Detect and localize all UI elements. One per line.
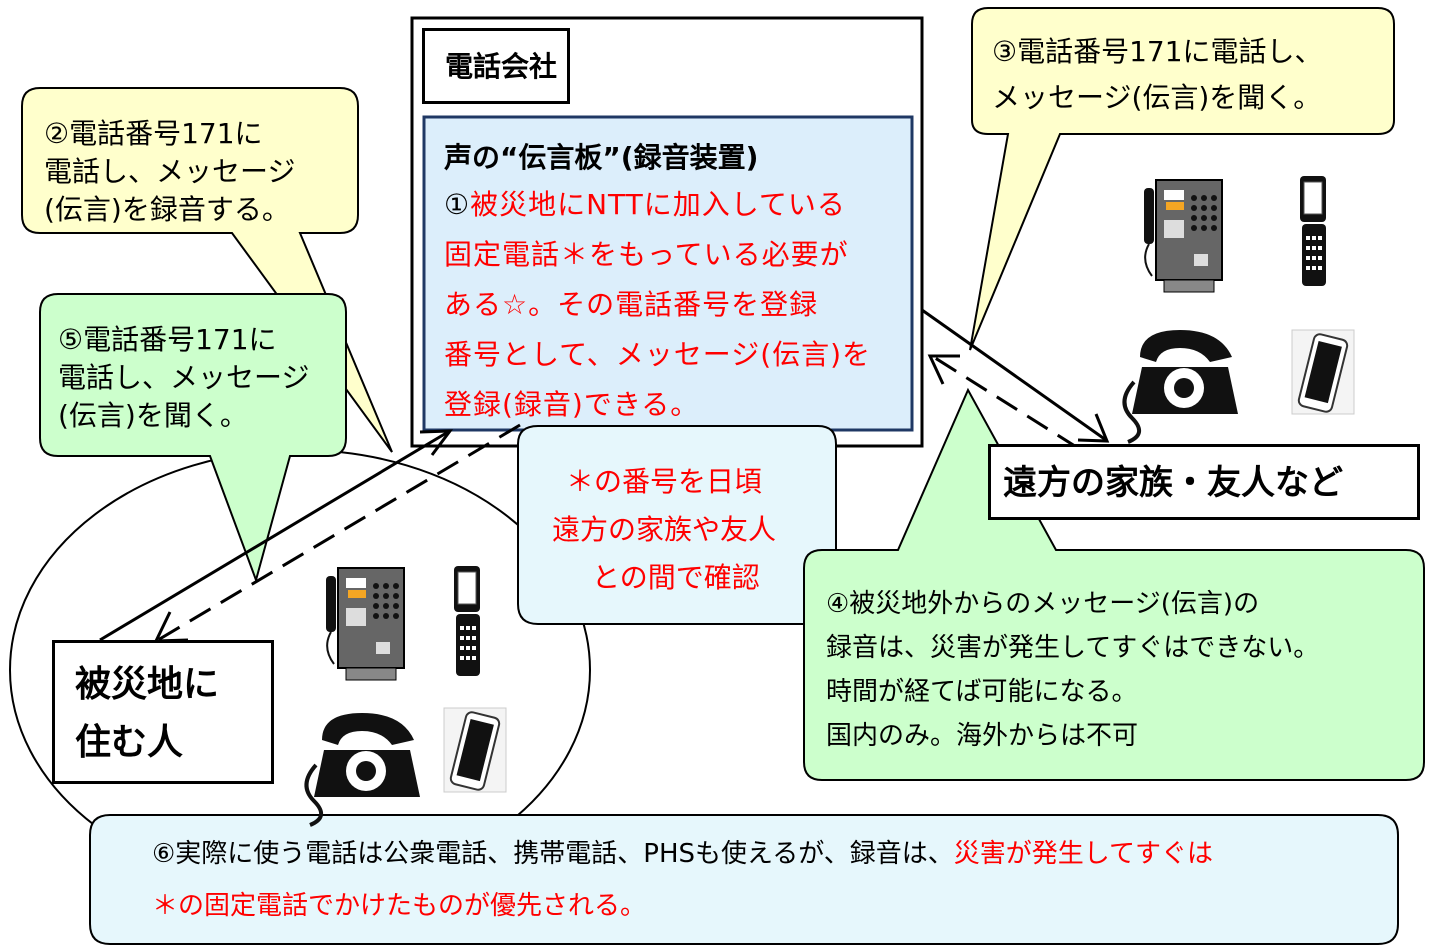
step3-line-2: メッセージ(伝言)を聞く。	[992, 81, 1322, 114]
asterisk-note-line-2: 遠方の家族や友人	[552, 513, 777, 546]
step6-note-segment: ⑥実際に使う電話は公衆電話、携帯電話、PHSも使えるが、録音は、	[152, 839, 954, 869]
voice-board-box	[422, 115, 914, 432]
asterisk-note-line-3: との間で確認	[592, 561, 760, 594]
voice-board-note-segment: ある☆。その電話番号を登録	[444, 288, 819, 321]
victim-to-company-arrow	[99, 429, 454, 642]
family-to-company-dashed-arrow	[927, 354, 1079, 450]
voice-board-note-segment: 登録(録音)できる。	[444, 388, 700, 421]
step5-line-2: 電話し、メッセージ	[58, 361, 310, 394]
rotary-phone-icon	[1122, 330, 1238, 444]
step5-callout-shape	[39, 293, 347, 584]
step4-callout-shape	[803, 387, 1425, 781]
step4-line-1: ④被災地外からのメッセージ(伝言)の	[826, 589, 1260, 619]
voice-board-note-line-2: 固定電話＊をもっている必要が	[444, 230, 849, 280]
family-label: 遠方の家族・友人など	[1003, 463, 1343, 503]
step5-line-3: (伝言)を聞く。	[58, 399, 248, 432]
step6-callout-shape	[89, 814, 1399, 945]
flip-phone-icon	[454, 566, 480, 676]
step4-line-2: 録音は、災害が発生してすぐはできない。	[826, 633, 1320, 663]
company-title: 電話会社	[445, 50, 558, 83]
voice-board-note-line-1: ①被災地にNTTに加入している	[444, 180, 846, 230]
payphone-icon	[1144, 179, 1223, 293]
step2-line-3: (伝言)を録音する。	[44, 193, 290, 226]
voice-board-note-segment: ①	[444, 188, 471, 221]
voice-board-title: 声の“伝言板”(録音装置)	[444, 141, 759, 174]
asterisk-note-line-1: ＊の番号を日頃	[566, 465, 763, 498]
family-label-box: 遠方の家族・友人など	[988, 444, 1420, 520]
step4-line-4: 国内のみ。海外からは不可	[826, 721, 1139, 751]
smartphone-icon	[1291, 329, 1355, 415]
step6-note-line-2: ＊の固定電話でかけたものが優先される。	[152, 880, 646, 932]
flip-phone-icon	[1300, 176, 1326, 286]
victim-label-line-1: 被災地に	[75, 664, 220, 705]
company-title-box: 電話会社	[422, 28, 570, 104]
victim-label-box: 被災地に 住む人	[52, 640, 274, 784]
rotary-phone-icon	[304, 713, 420, 827]
step3-callout-shape	[969, 7, 1395, 351]
step6-note-segment: ＊の固定電話でかけたものが優先される。	[152, 891, 647, 921]
voice-board-note-line-3: ある☆。その電話番号を登録	[444, 280, 818, 330]
step2-line-1: ②電話番号171に	[44, 117, 263, 150]
voice-board-note-segment: 固定電話＊をもっている必要が	[444, 238, 849, 271]
step6-note-segment: 災害が発生してすぐは	[953, 839, 1213, 869]
smartphone-icon	[443, 707, 507, 793]
company-to-family-arrow	[921, 308, 1110, 443]
step4-line-3: 時間が経てば可能になる。	[826, 677, 1138, 707]
step6-note-line-1: ⑥実際に使う電話は公衆電話、携帯電話、PHSも使えるが、録音は、災害が発生してす…	[152, 828, 1213, 880]
step5-line-1: ⑤電話番号171に	[58, 323, 277, 356]
step3-line-1: ③電話番号171に電話し、	[992, 35, 1323, 68]
voice-board-note-segment: 被災地にNTTに加入している	[470, 188, 846, 221]
step2-line-2: 電話し、メッセージ	[44, 155, 296, 188]
payphone-icon	[326, 567, 405, 681]
voice-board-note-line-5: 登録(録音)できる。	[444, 380, 699, 430]
voice-board-note-line-4: 番号として、メッセージ(伝言)を	[444, 330, 871, 380]
voice-board-note-segment: 番号として、メッセージ(伝言)を	[444, 338, 872, 371]
victim-label-line-2: 住む人	[75, 722, 184, 763]
